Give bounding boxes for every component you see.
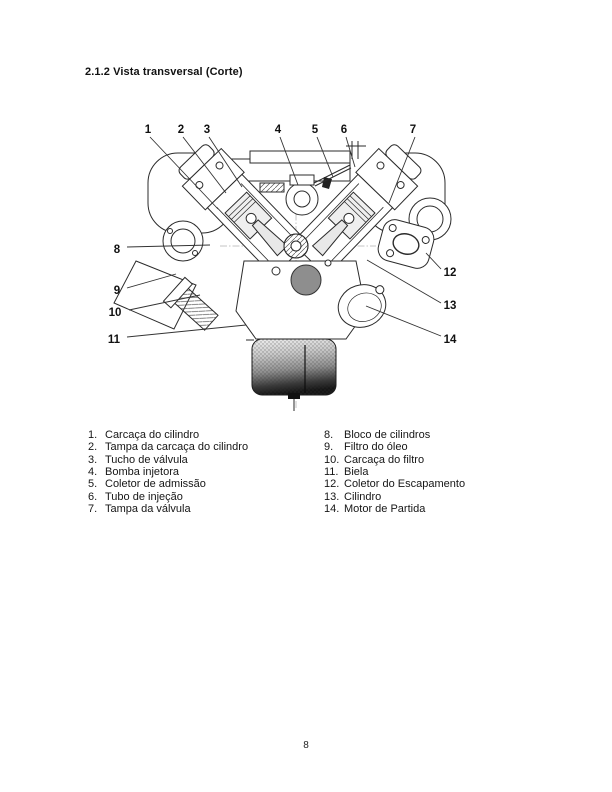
parts-list-item-3: 3. Tucho de válvula [88,454,318,466]
callout-3-leader [208,136,243,188]
callout-13: 13 [444,300,457,312]
callout-8: 8 [114,244,121,256]
parts-list-left-column: 1. Carcaça do cilindro 2. Tampa da carca… [88,429,318,515]
injection-pump [285,164,352,216]
parts-list-item-11: 11. Biela [324,466,544,478]
page-number: 8 [303,740,309,751]
parts-list-item-14: 14. Motor de Partida [324,503,544,515]
item-number: 6. [88,490,98,503]
callout-9: 9 [114,285,120,297]
oil-filter-plate [113,260,197,330]
callout-2: 2 [178,124,184,136]
callout-10: 10 [109,307,122,319]
callout-4-leader [279,136,299,186]
starter-motor [337,284,387,328]
callout-3: 3 [204,124,210,136]
item-label: Tampa da carcaça do cilindro [105,441,249,454]
callout-13-leader [366,259,442,304]
parts-list-item-10: 10. Carcaça do filtro [324,454,544,466]
callout-5: 5 [312,124,319,136]
parts-list-item-7: 7. Tampa da válvula [88,503,318,515]
item-number: 14. [324,503,340,516]
bolt-detail-left [271,266,281,276]
bolt-detail-right [324,259,332,267]
item-number: 1. [88,429,98,441]
callout-numbers: 1 2 3 4 5 6 7 8 9 10 11 12 13 14 [108,124,457,346]
item-label: Tampa da válvula [105,503,191,516]
callout-7-leader [388,136,416,204]
parts-list-item-8: 8. Bloco de cilindros [324,429,544,441]
callout-12-leader [425,252,442,270]
item-label: Coletor de admissão [105,478,206,491]
callout-5-leader [316,136,334,178]
item-number: 7. [88,503,98,516]
parts-list-item-9: 9. Filtro do óleo [324,441,544,453]
callout-1: 1 [145,124,152,136]
item-number: 10. [324,453,340,466]
oil-pan [246,338,337,411]
parts-list-item-6: 6. Tubo de injeção [88,491,318,503]
crankcase [235,260,367,340]
callout-7: 7 [410,124,416,136]
oil-filter-housing [162,276,219,331]
item-number: 12. [324,478,340,491]
item-label: Biela [344,466,369,479]
callout-6: 6 [341,124,347,136]
item-label: Coletor do Escapamento [344,478,466,491]
item-label: Bomba injetora [105,466,179,479]
engine-diagram-svg: 1 2 3 4 5 6 7 8 9 10 11 12 13 14 [108,124,457,411]
item-number: 13. [324,490,340,503]
callout-9-leader [126,273,177,289]
item-label: Filtro do óleo [344,441,408,454]
callout-6-leader [345,136,356,168]
item-label: Tubo de injeção [105,490,183,503]
parts-list-item-12: 12. Coletor do Escapamento [324,478,544,490]
callout-14-leader [365,305,442,337]
item-label: Bloco de cilindros [344,429,431,441]
callout-4: 4 [275,124,282,136]
exhaust-collector-flange [377,219,435,269]
item-number: 3. [88,453,98,466]
parts-list-item-2: 2. Tampa da carcaça do cilindro [88,441,318,453]
item-number: 5. [88,478,98,491]
item-label: Motor de Partida [344,503,426,516]
engine-cross-section-figure: 1 2 3 4 5 6 7 8 9 10 11 12 13 14 [100,113,470,415]
intake-crossover [219,141,366,193]
item-number: 2. [88,441,98,454]
item-number: 8. [324,429,334,441]
parts-list-item-4: 4. Bomba injetora [88,466,318,478]
parts-list-right-column: 8. Bloco de cilindros 9. Filtro do óleo … [324,429,544,515]
callout-14: 14 [444,334,457,346]
callout-leader-lines [126,136,442,338]
callout-11-leader [126,324,247,338]
item-number: 4. [88,466,98,479]
item-number: 11. [324,466,339,479]
parts-list-item-1: 1. Carcaça do cilindro [88,429,318,441]
item-label: Tucho de válvula [105,453,188,466]
item-number: 9. [324,441,334,454]
crankshaft-web [290,264,322,296]
section-heading: 2.1.2 Vista transversal (Corte) [85,66,243,78]
item-label: Carcaça do filtro [344,453,425,466]
callout-2-leader [182,136,227,194]
callout-10-leader [128,294,201,311]
timing-gear [283,233,309,259]
callout-12: 12 [444,267,457,279]
callout-1-leader [149,136,219,210]
intake-port-endcap-left [162,220,204,262]
item-label: Carcaça do cilindro [105,429,200,441]
callout-11: 11 [108,334,121,346]
item-label: Cilindro [344,490,382,503]
parts-list-item-5: 5. Coletor de admissão [88,478,318,490]
callout-8-leader [126,244,211,248]
parts-list-item-13: 13. Cilindro [324,491,544,503]
